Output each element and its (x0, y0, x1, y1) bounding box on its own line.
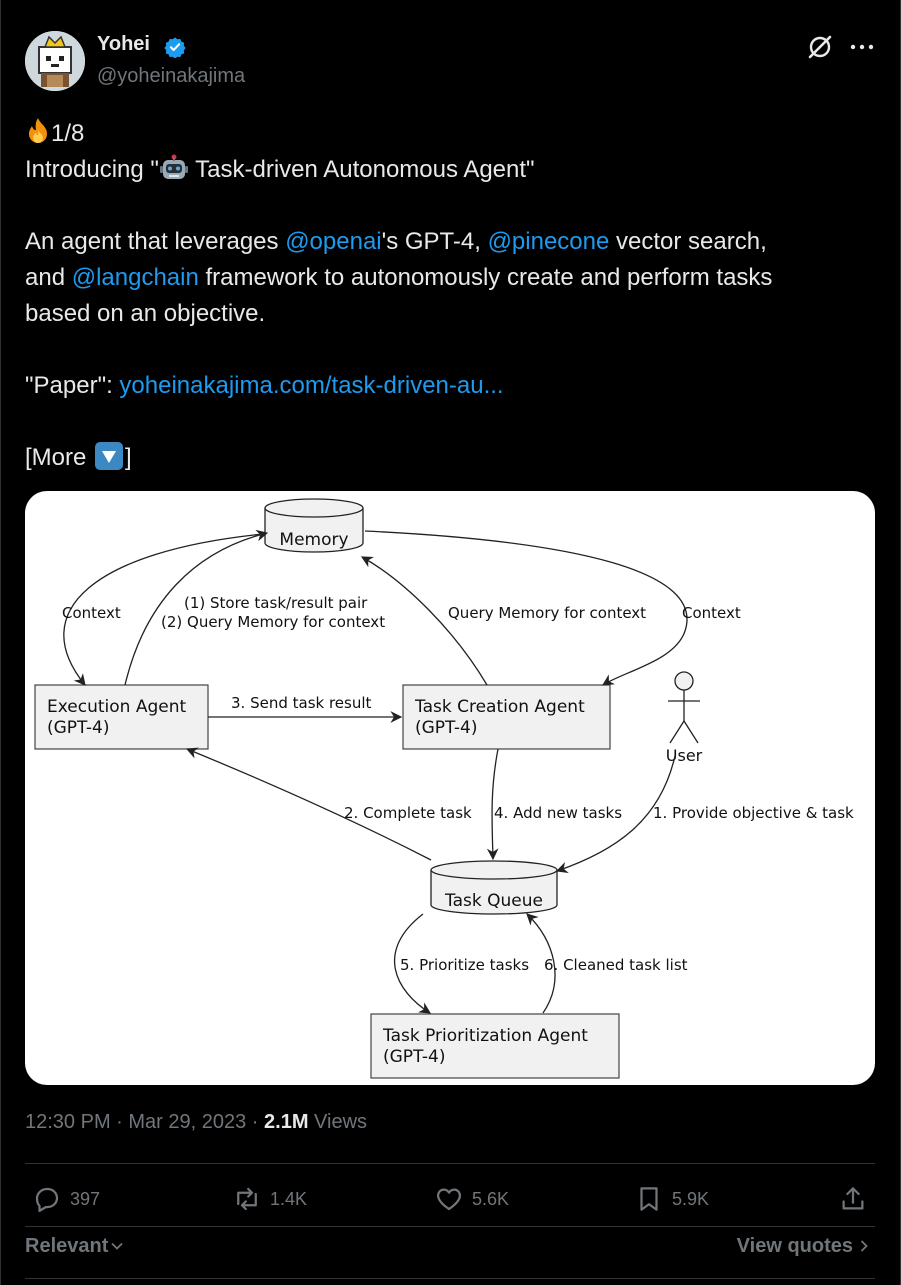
reply-icon (35, 1187, 59, 1212)
task-prioritization-agent-node: Task Prioritization Agent (GPT-4) (370, 1013, 620, 1079)
more-options-icon[interactable] (848, 36, 876, 58)
sort-label: Relevant (25, 1235, 109, 1257)
store-pair-label-2: (2) Query Memory for context (161, 613, 385, 631)
edge-memory-to-creation (364, 530, 688, 686)
provide-objective-label: 1. Provide objective & task (653, 804, 854, 822)
tweet-paragraph: An agent that leverages @openai's GPT-4,… (25, 228, 767, 255)
views-label: Views (308, 1111, 368, 1133)
user-handle[interactable]: @yoheinakajima (97, 65, 246, 87)
fire-emoji-icon (29, 118, 47, 143)
memory-node: Memory (264, 498, 364, 553)
repost-icon (237, 1187, 257, 1211)
prioritization-agent-model: (GPT-4) (383, 1047, 445, 1067)
task-queue-node: Task Queue (430, 860, 558, 915)
agent-flow-diagram: Memory Execution Agent (GPT-4) Task Crea… (34, 498, 854, 1079)
user-label: User (666, 746, 703, 765)
edge-memory-to-execution (63, 533, 264, 686)
task-creation-agent-model: (GPT-4) (415, 718, 477, 738)
task-queue-label: Task Queue (444, 891, 543, 911)
avatar[interactable] (25, 31, 85, 91)
verified-badge-icon (164, 37, 186, 58)
reply-button[interactable]: 397 (32, 1182, 100, 1216)
chevron-right-icon (860, 1240, 868, 1252)
sort-dropdown[interactable]: Relevant (25, 1235, 124, 1258)
query-memory-label: Query Memory for context (448, 604, 646, 622)
edge-prioritization-to-queue (526, 913, 556, 1014)
divider-footer (25, 1278, 875, 1279)
post-date[interactable]: Mar 29, 2023 (128, 1111, 247, 1133)
share-icon (842, 1187, 864, 1210)
paper-link[interactable]: yoheinakajima.com/task-driven-au... (119, 372, 504, 399)
store-pair-label-1: (1) Store task/result pair (184, 594, 368, 612)
pixel-avatar-icon (25, 31, 85, 91)
views-count: 2.1M (264, 1111, 309, 1133)
send-result-label: 3. Send task result (231, 694, 372, 712)
repost-button[interactable]: 1.4K (232, 1182, 307, 1216)
execution-agent-node: Execution Agent (GPT-4) (34, 684, 209, 750)
more-line: [More ] (25, 442, 132, 471)
edge-creation-to-queue (486, 748, 499, 861)
mention-pinecone[interactable]: @pinecone (487, 228, 610, 255)
mention-openai[interactable]: @openai (285, 228, 382, 255)
bookmark-button[interactable]: 5.9K (634, 1182, 709, 1216)
edge-user-to-queue (555, 755, 676, 874)
tweet-paragraph-line-3: based on an objective. (25, 300, 266, 327)
context-right-label: Context (682, 604, 741, 622)
execution-agent-model: (GPT-4) (47, 718, 109, 738)
task-creation-agent-node: Task Creation Agent (GPT-4) (402, 684, 611, 750)
repost-count: 1.4K (270, 1188, 308, 1209)
mention-langchain[interactable]: @langchain (71, 264, 199, 291)
left-border (0, 0, 1, 1285)
heart-icon (436, 1188, 462, 1211)
reply-count: 397 (70, 1188, 101, 1209)
view-quotes-label: View quotes (736, 1235, 853, 1257)
edge-creation-to-memory (360, 556, 488, 686)
execution-agent-label: Execution Agent (47, 697, 186, 717)
divider-bottom (25, 1226, 875, 1227)
view-quotes-link[interactable]: View quotes (737, 1235, 871, 1258)
post-time[interactable]: 12:30 PM (25, 1111, 111, 1133)
like-button[interactable]: 5.6K (434, 1182, 509, 1216)
user-actor (668, 671, 700, 744)
edge-execution-to-memory (124, 529, 269, 686)
share-button[interactable] (838, 1182, 876, 1216)
tweet-line-2: Introducing " Task-driven Autonomous Age… (25, 152, 865, 188)
prioritize-tasks-label: 5. Prioritize tasks (400, 956, 529, 974)
bookmark-icon (640, 1187, 658, 1211)
tweet-line-1: 1/8 (25, 116, 865, 152)
memory-label: Memory (279, 530, 348, 550)
robot-emoji-icon (159, 154, 188, 179)
display-name[interactable]: Yohei (97, 33, 150, 55)
task-creation-agent-label: Task Creation Agent (414, 697, 585, 717)
tweet-media-diagram[interactable]: Memory Execution Agent (GPT-4) Task Crea… (25, 491, 875, 1085)
like-count: 5.6K (472, 1188, 510, 1209)
down-arrow-emoji-icon (95, 442, 124, 470)
divider-top (25, 1163, 875, 1164)
grok-icon[interactable] (806, 33, 834, 61)
add-tasks-label: 4. Add new tasks (494, 804, 622, 822)
tweet-text: 1/8 Introducing " Task-driven Autonomous… (25, 116, 865, 476)
paper-line: "Paper": yoheinakajima.com/task-driven-a… (25, 372, 504, 399)
complete-task-label: 2. Complete task (344, 804, 472, 822)
tweet-paragraph-line-2: and @langchain framework to autonomously… (25, 264, 773, 291)
prioritization-agent-label: Task Prioritization Agent (382, 1026, 588, 1046)
cleaned-list-label: 6. Cleaned task list (544, 956, 688, 974)
edge-queue-to-execution (185, 747, 432, 861)
tweet-meta: 12:30 PM · Mar 29, 2023 · 2.1M Views (25, 1111, 368, 1133)
chevron-down-icon (111, 1242, 124, 1250)
context-left-label: Context (62, 604, 121, 622)
edge-queue-to-prioritization (394, 913, 431, 1014)
bookmark-count: 5.9K (672, 1188, 710, 1209)
